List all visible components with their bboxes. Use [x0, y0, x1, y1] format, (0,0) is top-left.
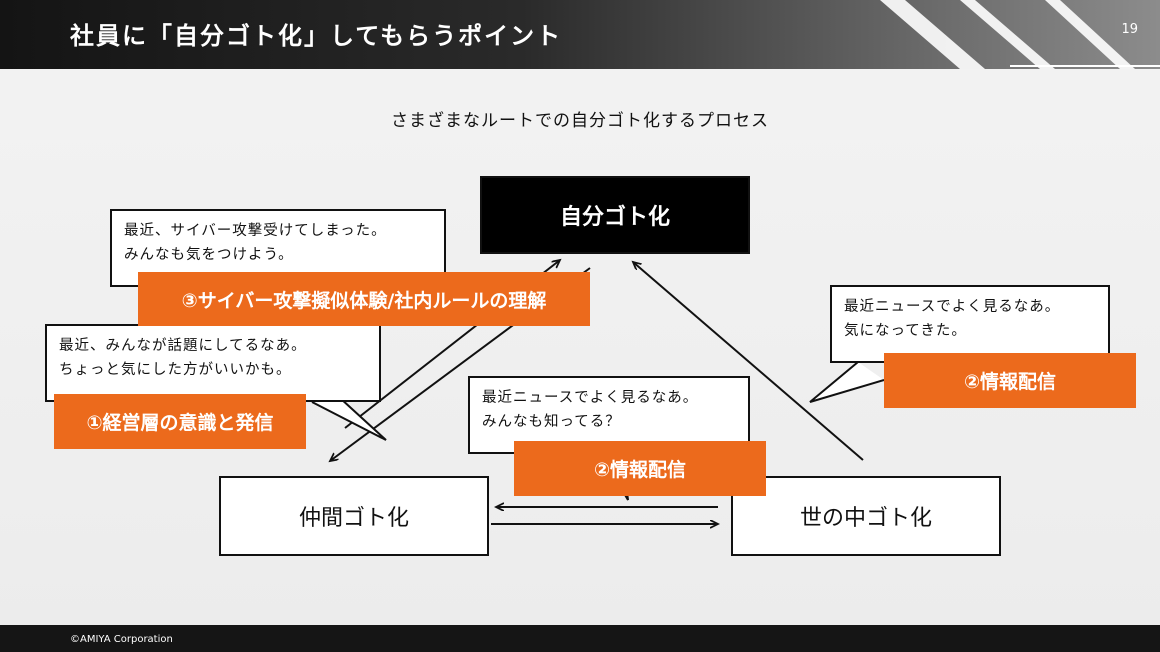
header-decoration — [880, 0, 1160, 69]
bubble-3-line-2: みんなも知ってる？ — [482, 414, 621, 430]
copyright-text: ©AMIYA Corporation — [70, 634, 173, 645]
diagram-subtitle: さまざまなルートでの自分ゴト化するプロセス — [391, 111, 769, 131]
arrow-right-up — [633, 262, 864, 461]
header-bar: 社員に「自分ゴト化」してもらうポイント 19 — [0, 0, 1160, 69]
bubble-2-line-2: ちょっと気にした方がいいかも。 — [59, 362, 292, 378]
node-peers-label: 仲間ゴト化 — [298, 506, 409, 531]
node-world-label: 世の中ゴト化 — [799, 506, 932, 531]
speech-bubble-4: 最近ニュースでよく見るなあ。 気になってきた。 — [830, 285, 1110, 363]
bubble-tail-b4 — [809, 361, 885, 403]
node-self: 自分ゴト化 — [480, 176, 750, 254]
page-number: 19 — [1121, 22, 1138, 37]
label-info-distribution-center: ②情報配信 — [514, 441, 766, 496]
node-self-label: 自分ゴト化 — [559, 205, 670, 230]
bubble-3-line-1: 最近ニュースでよく見るなあ。 — [482, 390, 699, 406]
node-peers: 仲間ゴト化 — [219, 476, 489, 556]
label-info-distribution-right: ②情報配信 — [884, 353, 1136, 408]
label-executive-awareness: ①経営層の意識と発信 — [54, 394, 306, 449]
speech-bubble-2: 最近、みんなが話題にしてるなあ。 ちょっと気にした方がいいかも。 — [45, 324, 381, 402]
bubble-1-line-1: 最近、サイバー攻撃受けてしまった。 — [124, 223, 387, 239]
label-simulated-attack: ③サイバー攻撃擬似体験/社内ルールの理解 — [138, 272, 590, 326]
bubble-4-line-1: 最近ニュースでよく見るなあ。 — [844, 299, 1061, 315]
node-world: 世の中ゴト化 — [731, 476, 1001, 556]
bubble-tail-b2 — [311, 397, 387, 441]
footer-bar — [0, 625, 1160, 652]
bubble-2-line-1: 最近、みんなが話題にしてるなあ。 — [59, 338, 307, 354]
bubble-4-line-2: 気になってきた。 — [844, 323, 967, 339]
bubble-1-line-2: みんなも気をつけよう。 — [124, 247, 294, 263]
page-title: 社員に「自分ゴト化」してもらうポイント — [70, 22, 563, 50]
